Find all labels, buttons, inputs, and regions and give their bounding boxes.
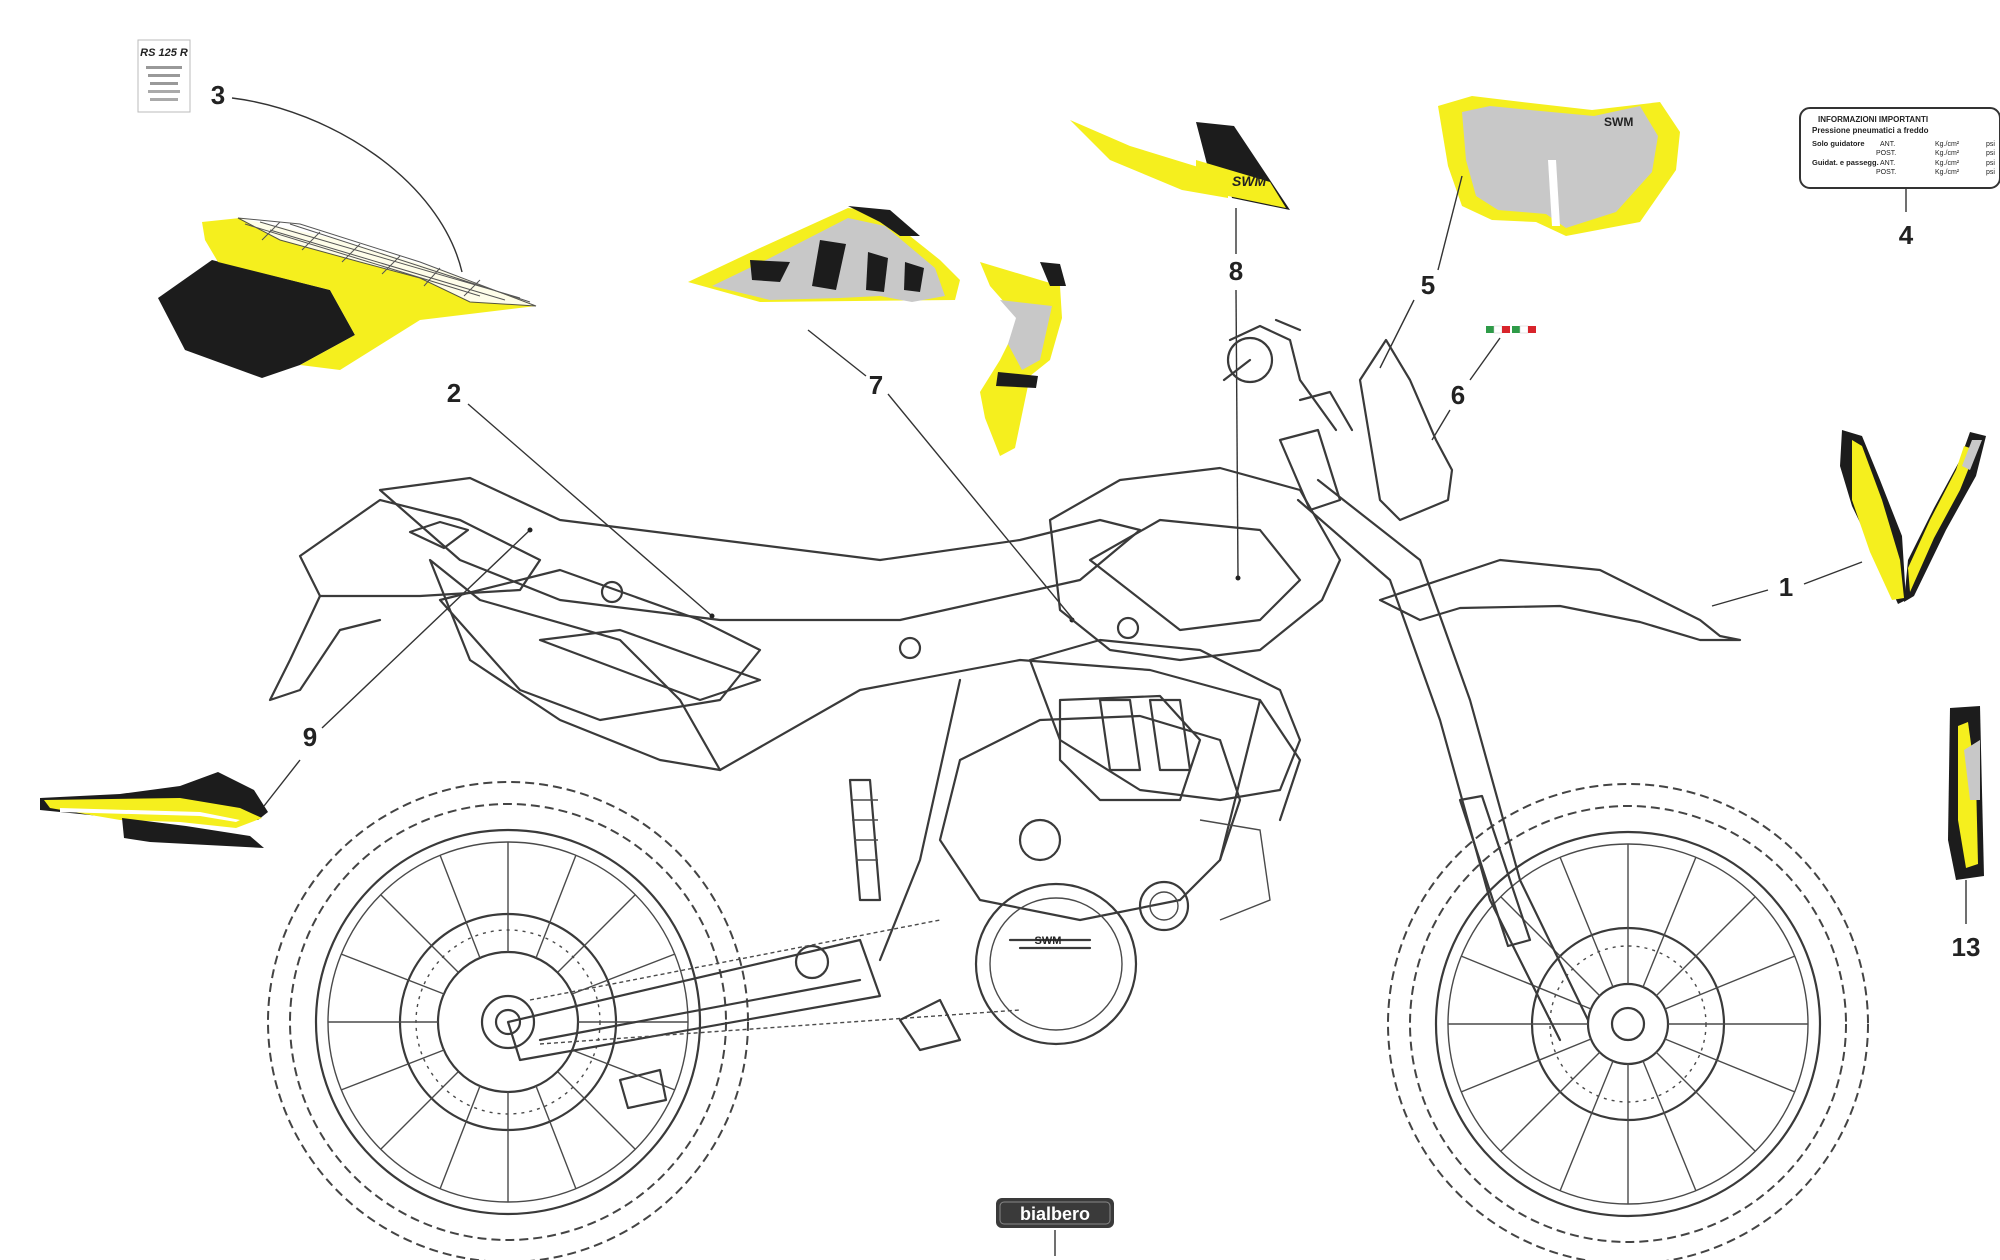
tire-label-unit-2: Kg./cm² (1935, 150, 1960, 157)
tire-label-unit-3: Kg./cm² (1935, 160, 1960, 167)
leader-7 (887, 393, 1073, 619)
leader-5 (1379, 299, 1415, 369)
tire-label-post-2: POST. (1876, 169, 1896, 176)
rear-wheel (267, 781, 749, 1260)
tire-label-ant-2: ANT. (1880, 160, 1895, 167)
callout-3: 3 (211, 80, 225, 110)
rear-spokes (328, 842, 688, 1202)
leader-9 (321, 529, 531, 729)
tire-label-unit-4: Kg./cm² (1935, 169, 1960, 176)
front-wheel (1387, 783, 1869, 1260)
callout-6: 6 (1451, 380, 1465, 410)
leader-5-up (1437, 175, 1463, 271)
tire-label-psi-1: psi (1986, 141, 1995, 148)
decal-7-tank-shroud[interactable] (688, 206, 1066, 456)
leader-1 (1711, 589, 1769, 607)
engine: SWM (938, 694, 1271, 1046)
leader-3 (231, 97, 463, 273)
tire-label-row1: Solo guidatore (1812, 139, 1865, 148)
tire-label-ant-1: ANT. (1880, 141, 1895, 148)
tire-label-post-1: POST. (1876, 150, 1896, 157)
tire-label-psi-2: psi (1986, 150, 1995, 157)
tire-label-unit-1: Kg./cm² (1935, 141, 1960, 148)
decal-13-fork-guard[interactable] (1948, 706, 1984, 880)
decal-9-rear-panel[interactable] (40, 772, 268, 848)
callout-13: 13 (1952, 932, 1981, 962)
callout-5: 5 (1421, 270, 1435, 300)
decal-3-model-badge[interactable]: RS 125 R (137, 39, 191, 113)
motorcycle-line-drawing: SWM (267, 318, 1869, 1260)
callout-8: 8 (1229, 256, 1243, 286)
decal-6-flag[interactable] (1486, 325, 1536, 334)
leader-6-up (1469, 337, 1501, 381)
tire-label-psi-3: psi (1986, 160, 1995, 167)
callout-2: 2 (447, 378, 461, 408)
callout-1: 1 (1779, 572, 1793, 602)
tire-label-psi-4: psi (1986, 169, 1995, 176)
leader-8 (1235, 289, 1239, 577)
callout-9: 9 (303, 722, 317, 752)
tire-label-row2: Guidat. e passegg. (1812, 158, 1879, 167)
decal-5-number-plate[interactable]: SWM (1438, 96, 1680, 236)
bialbero-text: bialbero (1020, 1204, 1090, 1224)
leader-7-up (807, 329, 867, 377)
decal-bialbero-badge[interactable]: bialbero (996, 1198, 1114, 1228)
leader-1-right (1803, 561, 1863, 585)
model-badge-text: RS 125 R (140, 47, 188, 59)
checker-pattern (244, 221, 531, 303)
decal-2-side-panel[interactable] (158, 217, 537, 378)
fairing-logo-text: SWM (1232, 173, 1267, 189)
leader-9-down (263, 759, 301, 807)
decal-4-tire-pressure-label[interactable]: INFORMAZIONI IMPORTANTI Pressione pneuma… (1799, 107, 2000, 189)
callout-4: 4 (1899, 220, 1914, 250)
decal-1-front-fender[interactable] (1840, 430, 1986, 604)
tire-label-title: INFORMAZIONI IMPORTANTI (1818, 115, 1928, 124)
tire-label-subtitle: Pressione pneumatici a freddo (1812, 126, 1929, 135)
decal-8-fairing-side[interactable]: SWM (1070, 120, 1290, 210)
number-plate-logo: SWM (1604, 115, 1633, 129)
engine-logo-text: SWM (1035, 935, 1062, 947)
front-spokes (1448, 844, 1808, 1204)
callout-7: 7 (869, 370, 883, 400)
leader-2 (467, 403, 713, 617)
